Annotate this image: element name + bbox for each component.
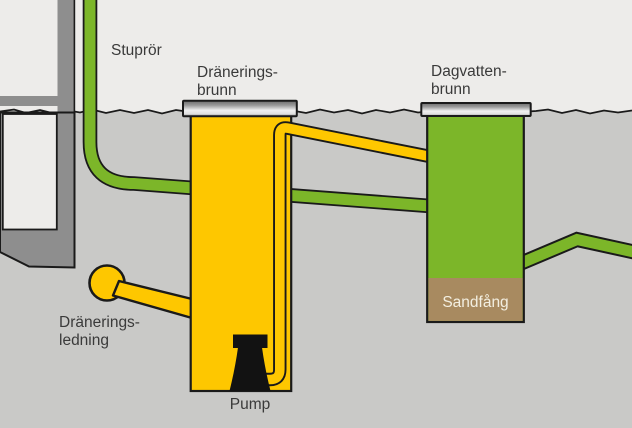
label-stormwater-well: Dagvatten- brunn — [431, 63, 507, 98]
label-sand-trap: Sandfång — [427, 294, 524, 312]
pipe-core — [84, 0, 431, 212]
pump-body — [229, 347, 271, 391]
label-downpipe: Stuprör — [111, 42, 162, 60]
label-drainage-line-line1: Dränerings- — [59, 314, 140, 331]
label-drainage-line-line2: ledning — [59, 331, 109, 349]
label-pump: Pump — [210, 396, 290, 414]
pipe-core — [262, 123, 431, 385]
label-drainage-well: Dränerings- brunn — [197, 64, 278, 99]
pump — [229, 334, 271, 391]
drainage-well-lid — [182, 99, 298, 118]
label-sand-trap-text: Sandfång — [442, 294, 509, 311]
pump-cap — [233, 334, 268, 348]
house-wall — [57, 0, 75, 113]
label-drainage-well-line2: brunn — [197, 81, 237, 99]
label-stormwater-well-line2: brunn — [431, 80, 471, 98]
downpipe-underground-pipe — [82, 0, 431, 214]
house-floor-slab — [0, 96, 58, 106]
label-stormwater-well-line1: Dagvatten- — [431, 63, 507, 80]
stormwater-well-lid — [420, 102, 532, 117]
sand-trap-zone — [428, 278, 523, 321]
pump-discharge-pipe — [262, 121, 432, 387]
foundation-inner-panel — [1, 113, 58, 231]
label-pump-text: Pump — [229, 396, 271, 413]
label-drainage-well-line1: Dränerings- — [197, 64, 278, 81]
label-downpipe-text: Stuprör — [111, 42, 162, 59]
label-drainage-line: Dränerings- ledning — [59, 314, 140, 349]
stormwater-well — [426, 113, 525, 324]
pipe-core — [516, 233, 632, 270]
stormwater-outlet-pipe — [516, 231, 632, 271]
